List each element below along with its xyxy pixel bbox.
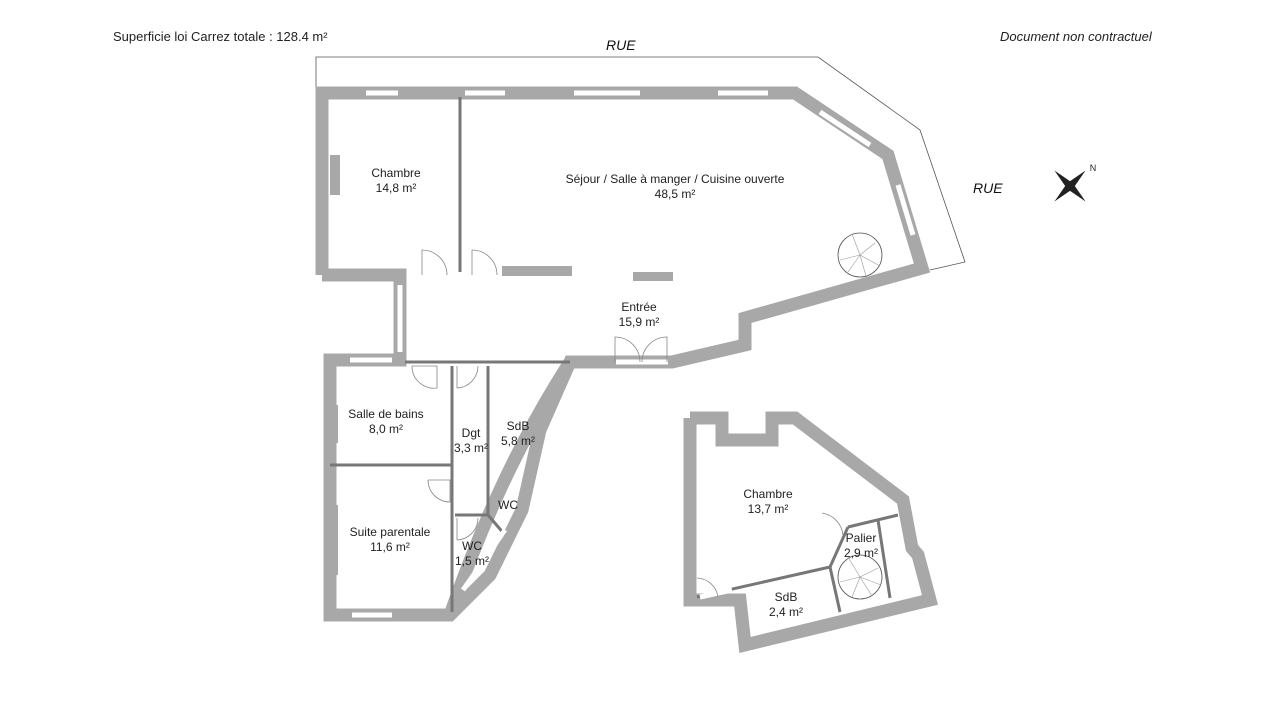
upper-unit-walls xyxy=(683,411,938,654)
street-label-top: RUE xyxy=(606,37,636,53)
room-name: Suite parentale xyxy=(350,525,431,539)
room-name: SdB xyxy=(775,590,798,604)
room-area: 11,6 m² xyxy=(370,540,410,554)
room-area: 13,7 m² xyxy=(748,502,789,516)
room-name: WC xyxy=(498,498,518,512)
room-name: WC xyxy=(462,539,482,553)
street-label-right: RUE xyxy=(973,180,1003,196)
room-name: Séjour / Salle à manger / Cuisine ouvert… xyxy=(566,172,785,186)
room-name: Chambre xyxy=(371,166,421,180)
windows xyxy=(350,90,916,618)
room-area: 3,3 m² xyxy=(454,441,488,455)
spiral-staircase-main xyxy=(837,232,883,278)
room-area: 8,0 m² xyxy=(369,422,403,436)
total-area-text: Superficie loi Carrez totale : 128.4 m² xyxy=(113,29,328,44)
room-area: 1,5 m² xyxy=(455,554,489,568)
doors xyxy=(411,249,668,541)
room-name: Salle de bains xyxy=(348,407,423,421)
compass-north-label: N xyxy=(1090,163,1097,173)
room-name: SdB xyxy=(507,419,530,433)
room-name: Chambre xyxy=(743,487,793,501)
room-area: 15,9 m² xyxy=(619,315,660,329)
room-name: Palier xyxy=(846,531,877,545)
room-name: Dgt xyxy=(462,426,481,440)
street-boundary xyxy=(315,56,966,271)
disclaimer-text: Document non contractuel xyxy=(1000,29,1152,44)
main-unit-walls xyxy=(315,86,931,622)
room-area: 48,5 m² xyxy=(655,187,696,201)
compass-icon: N xyxy=(1054,163,1097,202)
room-area: 2,9 m² xyxy=(844,546,878,560)
room-area: 5,8 m² xyxy=(501,434,535,448)
room-name: Entrée xyxy=(621,300,657,314)
room-labels: Chambre 14,8 m² Séjour / Salle à manger … xyxy=(348,166,878,619)
room-area: 2,4 m² xyxy=(769,605,803,619)
room-area: 14,8 m² xyxy=(376,181,417,195)
